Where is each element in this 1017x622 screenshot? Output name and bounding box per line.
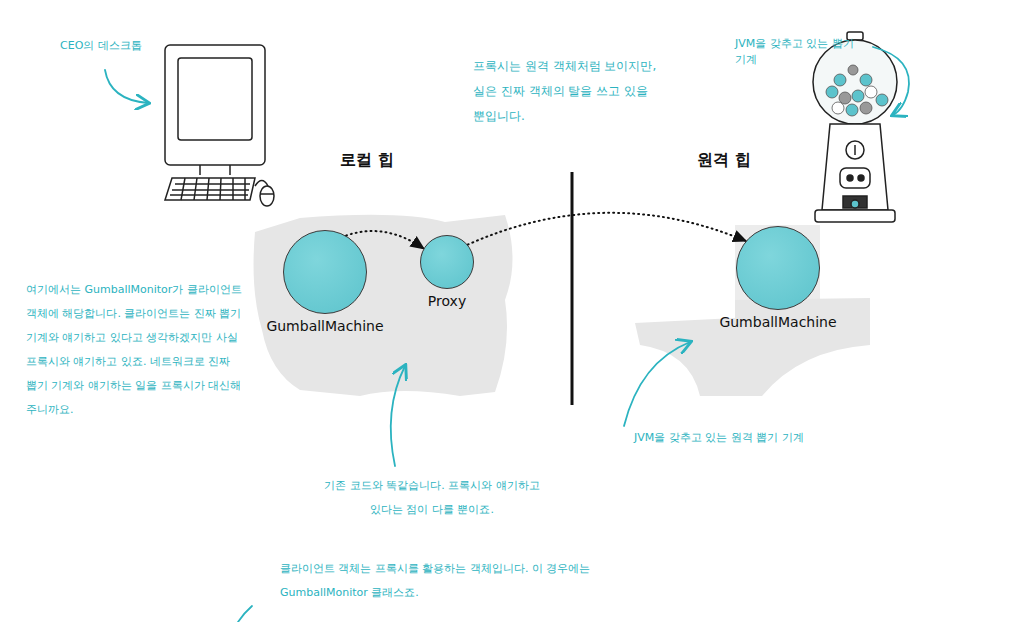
object-name: Proxy [428,293,466,309]
divider-line [571,172,574,405]
object-name: GumballMachine [266,318,383,334]
heap-label: 로컬 힙 [340,150,430,170]
object-circle: GumballMachine [719,226,836,330]
object-name: GumballMachine [719,314,836,330]
remote-heap [635,298,870,396]
circle-shape [736,226,820,310]
circle-shape [283,230,367,314]
object-circle: Proxy [420,235,474,309]
object-circle: GumballMachine [266,230,383,334]
remote-heap-box [735,225,820,310]
heap-label: 원격 힙 [697,150,787,170]
callout-note: 기존 코드와 똑같습니다. 프록시와 얘기하고 있다는 점이 다를 뿐이죠. [322,474,542,522]
callout-note: CEO의 데스크톱 [60,38,200,54]
callout-note: 여기에서는 GumballMonitor가 클라이언트 객체에 해당합니다. 클… [26,278,248,422]
circle-shape [420,235,474,289]
callout-note: JVM을 갖추고 있는 원격 뽑기 기계 [634,430,864,446]
callout-note: JVM을 갖추고 있는 뽑기 기계 [735,36,870,68]
computer-icon [165,45,274,206]
gumball-machine-icon [813,32,897,222]
reference-arrow [468,213,746,245]
callout-note: 프록시는 원격 객체처럼 보이지만, 실은 진짜 객체의 탈을 쓰고 있을 뿐입… [473,54,658,129]
callout-note: 클라이언트 객체는 프록시를 활용하는 객체입니다. 이 경우에는 Gumbal… [280,557,610,605]
